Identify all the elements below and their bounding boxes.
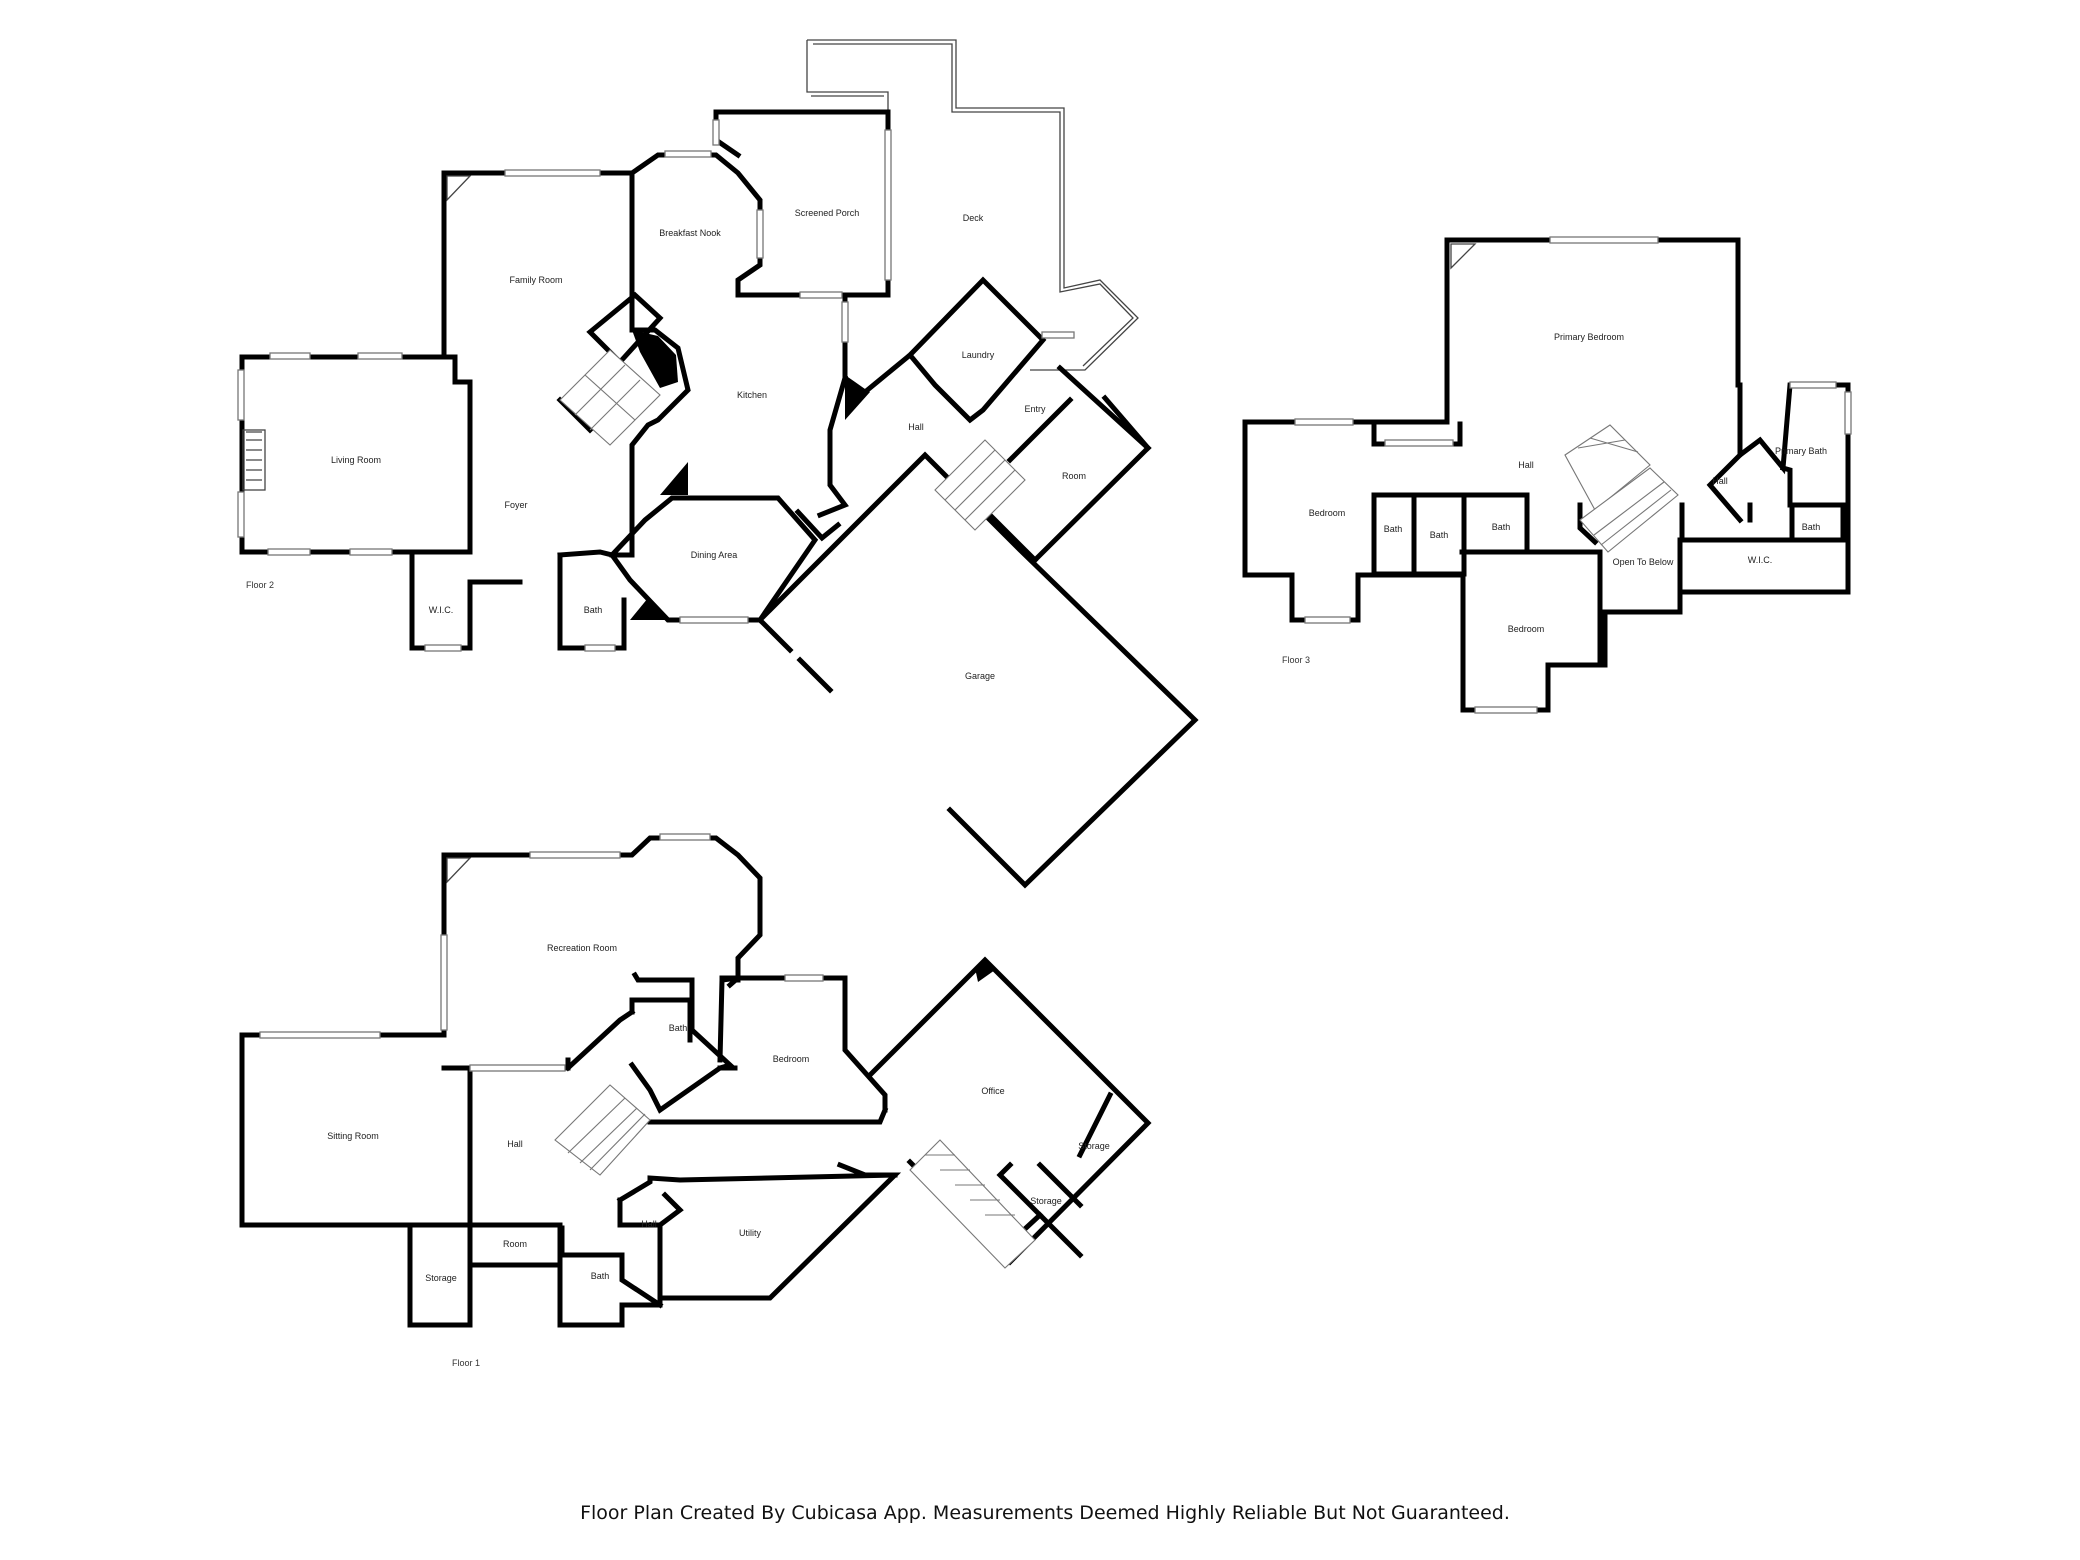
- room-label: Screened Porch: [795, 208, 860, 218]
- room-label: Storage: [1030, 1196, 1062, 1206]
- room-label: Storage: [425, 1273, 457, 1283]
- room-label: Hall: [641, 1219, 657, 1229]
- room-label: Office: [981, 1086, 1004, 1096]
- room-label: Entry: [1024, 404, 1046, 414]
- room-label: Recreation Room: [547, 943, 617, 953]
- room-label: Breakfast Nook: [659, 228, 721, 238]
- windows-floor-3: [1294, 236, 1852, 714]
- floor-3-label: Floor 3: [1282, 655, 1310, 665]
- room-label: Bath: [1430, 530, 1449, 540]
- room-label: Bath: [669, 1023, 688, 1033]
- room-label: Laundry: [962, 350, 995, 360]
- room-label: Bedroom: [1508, 624, 1545, 634]
- room-label: Storage: [1078, 1141, 1110, 1151]
- room-label: Kitchen: [737, 390, 767, 400]
- floor-2-label: Floor 2: [246, 580, 274, 590]
- room-label: Primary Bath: [1775, 446, 1827, 456]
- stairs-floor-1: [554, 1084, 1036, 1269]
- floor-3-plan: Primary Bedroom Bedroom Hall Bath Bath B…: [1242, 236, 1852, 714]
- room-label: Hall: [1518, 460, 1534, 470]
- room-label: Utility: [739, 1228, 761, 1238]
- room-label: Deck: [963, 213, 984, 223]
- room-label: Open To Below: [1613, 557, 1674, 567]
- room-label: Hall: [507, 1139, 523, 1149]
- room-label: Bedroom: [1309, 508, 1346, 518]
- room-label: W.I.C.: [429, 605, 454, 615]
- windows-floor-2: [237, 119, 1075, 652]
- room-label: Hall: [908, 422, 924, 432]
- room-label: Bath: [591, 1271, 610, 1281]
- room-label: Primary Bedroom: [1554, 332, 1624, 342]
- floor-1-plan: Recreation Room Sitting Room Bath Bedroo…: [239, 833, 1152, 1368]
- stairs-floor-2: [559, 349, 1026, 531]
- room-label: Bath: [584, 605, 603, 615]
- room-label: Sitting Room: [327, 1131, 379, 1141]
- room-label: Living Room: [331, 455, 381, 465]
- room-label: Room: [1062, 471, 1086, 481]
- room-label: Bedroom: [773, 1054, 810, 1064]
- room-label: Room: [503, 1239, 527, 1249]
- room-label: Garage: [965, 671, 995, 681]
- room-label: Family Room: [509, 275, 562, 285]
- room-label: Hall: [1712, 476, 1728, 486]
- room-label: Bath: [1802, 522, 1821, 532]
- floor-2-plan: Living Room Family Room Breakfast Nook S…: [237, 39, 1199, 889]
- room-label: Bath: [1492, 522, 1511, 532]
- floor-1-label: Floor 1: [452, 1358, 480, 1368]
- windows-floor-1: [259, 833, 824, 1072]
- stairs-floor-3: [1564, 424, 1679, 553]
- room-label: Dining Area: [691, 550, 738, 560]
- footer-disclaimer: Floor Plan Created By Cubicasa App. Meas…: [580, 1502, 1510, 1524]
- room-label: Foyer: [504, 500, 527, 510]
- room-label: W.I.C.: [1748, 555, 1773, 565]
- room-label: Bath: [1384, 524, 1403, 534]
